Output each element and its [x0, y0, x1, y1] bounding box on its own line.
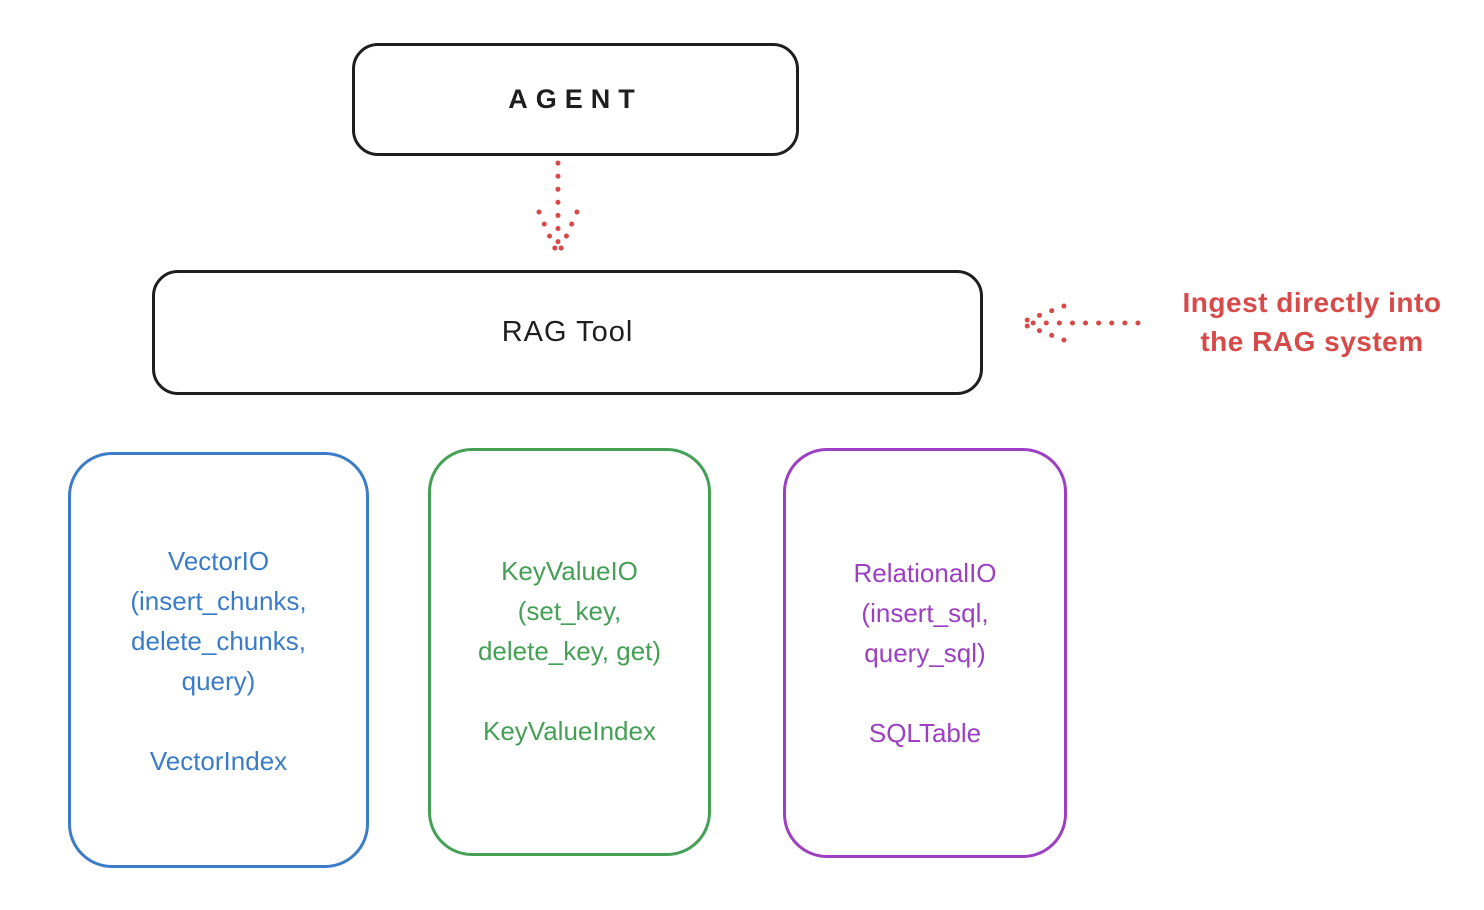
agent-box: AGENT [352, 43, 799, 156]
agent-label: AGENT [508, 84, 643, 114]
vector-io-methods-2: delete_chunks, [131, 626, 306, 656]
sql-table-label: SQLTable [868, 718, 982, 748]
vector-io-box: VectorIO (insert_chunks, delete_chunks, … [68, 452, 369, 868]
agent-to-ragtool-arrow [536, 160, 580, 256]
relational-io-text: RelationalIO (insert_sql, query_sql) SQL… [786, 553, 1064, 753]
relational-io-methods-1: (insert_sql, [861, 598, 989, 628]
annotation-to-ragtool-arrow [1019, 303, 1141, 343]
key-value-io-methods-1: (set_key, [517, 596, 622, 626]
vector-io-methods-1: (insert_chunks, [130, 586, 307, 616]
relational-io-title: RelationalIO [853, 558, 997, 588]
key-value-io-box: KeyValueIO (set_key, delete_key, get) Ke… [428, 448, 711, 856]
key-value-io-methods-2: delete_key, get) [477, 636, 662, 666]
relational-io-box: RelationalIO (insert_sql, query_sql) SQL… [783, 448, 1067, 858]
key-value-index-label: KeyValueIndex [483, 716, 656, 746]
ingest-annotation: Ingest directly into the RAG system [1140, 283, 1484, 361]
annotation-line-1: Ingest directly into [1182, 287, 1442, 318]
vector-io-text: VectorIO (insert_chunks, delete_chunks, … [71, 541, 366, 781]
vector-io-methods-3: query) [181, 666, 256, 696]
rag-tool-label: RAG Tool [501, 316, 634, 348]
vector-index-label: VectorIndex [149, 746, 288, 776]
key-value-io-title: KeyValueIO [501, 556, 638, 586]
rag-tool-box: RAG Tool [152, 270, 983, 395]
relational-io-methods-2: query_sql) [864, 638, 986, 668]
key-value-io-text: KeyValueIO (set_key, delete_key, get) Ke… [431, 551, 708, 751]
vector-io-title: VectorIO [167, 546, 270, 576]
annotation-line-2: the RAG system [1200, 326, 1424, 357]
